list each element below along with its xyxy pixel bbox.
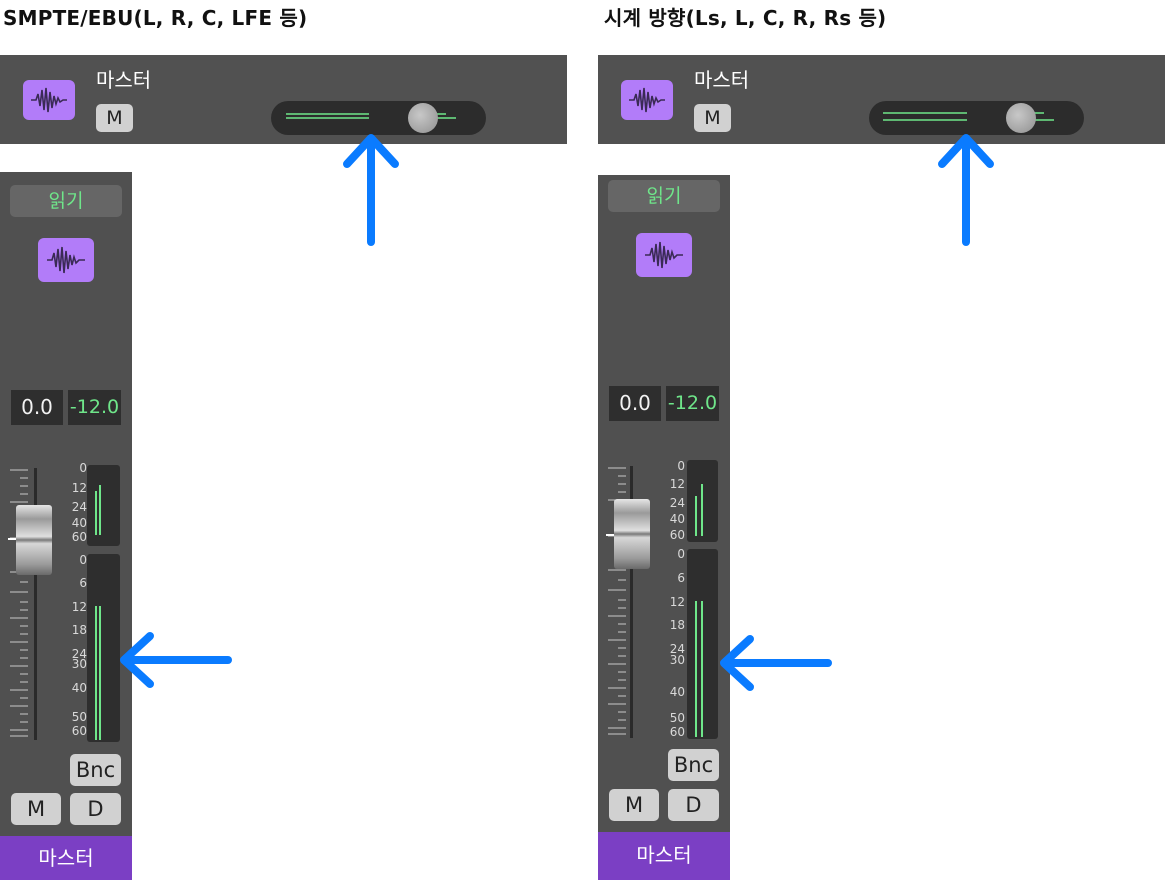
arrow-icon: [938, 134, 994, 246]
peak-readout[interactable]: -12.0: [68, 390, 121, 425]
waveform-icon[interactable]: [636, 233, 692, 277]
level-meter-main: [87, 554, 120, 742]
right-heading: 시계 방향(Ls, L, C, R, Rs 등): [604, 6, 887, 30]
level-meter-main: [687, 549, 718, 739]
waveform-icon[interactable]: [38, 238, 94, 282]
surround-pan-slider[interactable]: [271, 101, 486, 135]
arrow-icon: [120, 632, 232, 688]
dim-button[interactable]: D: [668, 789, 719, 821]
track-name: 마스터: [694, 68, 750, 92]
left-track-header: 마스터 M: [0, 55, 567, 144]
pan-knob[interactable]: [408, 103, 438, 133]
volume-readout[interactable]: 0.0: [11, 390, 63, 425]
right-track-header: 마스터 M: [598, 55, 1165, 144]
pan-knob[interactable]: [1006, 103, 1036, 133]
track-name: 마스터: [96, 68, 152, 92]
channel-strip-name[interactable]: 마스터: [598, 832, 730, 880]
meter-scale-main: 0 6 12 18 24 30 40 50 60: [71, 553, 87, 738]
mute-button[interactable]: M: [11, 793, 61, 825]
automation-mode-button[interactable]: 읽기: [10, 185, 122, 217]
waveform-icon[interactable]: [621, 80, 673, 120]
meter-scale-main: 0 6 12 18 24 30 40 50 60: [669, 547, 685, 739]
volume-readout[interactable]: 0.0: [609, 386, 661, 421]
arrow-icon: [720, 635, 832, 691]
dim-button[interactable]: D: [70, 793, 121, 825]
mute-button[interactable]: M: [96, 104, 133, 132]
left-channel-strip: 읽기 0.0 -12.0 0 12 24 40 60: [0, 172, 132, 880]
waveform-icon[interactable]: [23, 80, 75, 120]
fader-scale: [8, 468, 37, 740]
peak-readout[interactable]: -12.0: [666, 386, 719, 421]
bounce-button[interactable]: Bnc: [70, 754, 121, 786]
automation-mode-button[interactable]: 읽기: [608, 180, 720, 212]
mute-button[interactable]: M: [694, 104, 731, 132]
channel-strip-name[interactable]: 마스터: [0, 836, 132, 880]
bounce-button[interactable]: Bnc: [668, 749, 719, 781]
right-channel-strip: 읽기 0.0 -12.0 0 12 24 40 60: [598, 175, 730, 880]
mute-button[interactable]: M: [609, 789, 659, 821]
left-heading: SMPTE/EBU(L, R, C, LFE 등): [3, 6, 308, 30]
surround-pan-slider[interactable]: [869, 101, 1084, 135]
volume-fader-cap[interactable]: [614, 499, 650, 569]
volume-fader-cap[interactable]: [16, 505, 52, 575]
arrow-icon: [343, 134, 399, 246]
level-meter-top: [87, 465, 120, 546]
level-meter-top: [687, 460, 718, 542]
meter-scale-top: 0 12 24 40 60: [71, 461, 87, 544]
meter-scale-top: 0 12 24 40 60: [669, 459, 685, 542]
